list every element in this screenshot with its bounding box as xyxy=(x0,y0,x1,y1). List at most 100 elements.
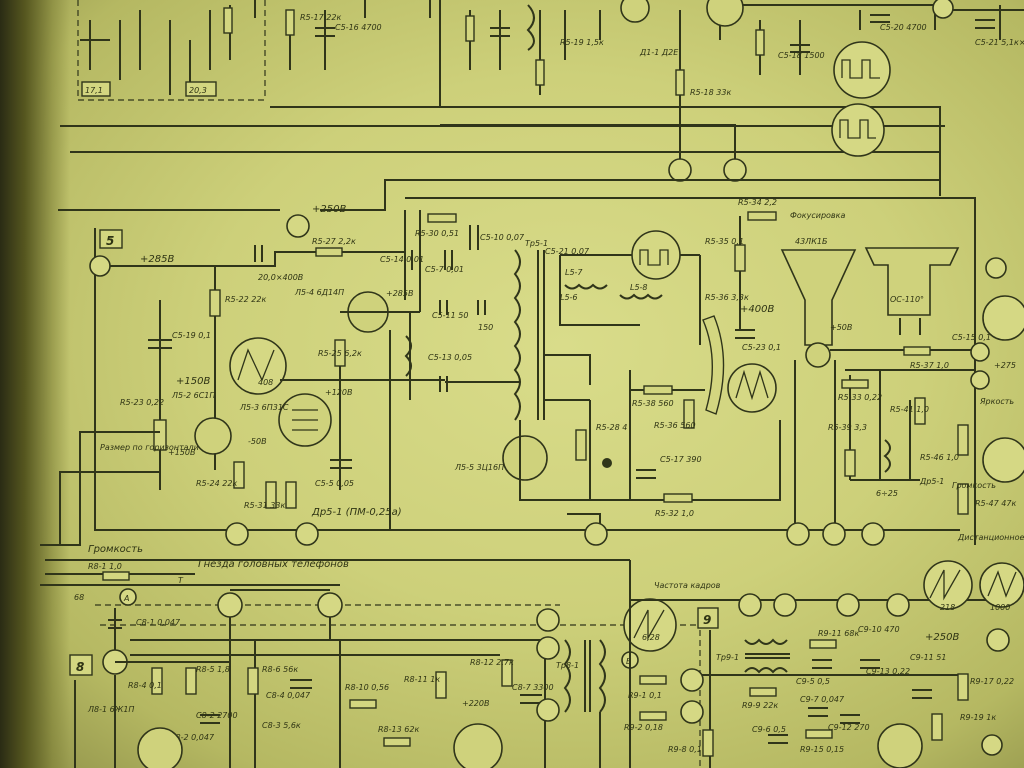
vacuum-tube-l5-2 xyxy=(194,417,232,455)
terminal xyxy=(217,592,243,618)
c5-11-label: C5-11 50 xyxy=(432,311,468,320)
terminal xyxy=(773,593,797,617)
block-9-number: 9 xyxy=(703,613,711,627)
pulse-wave xyxy=(839,119,876,139)
remote-label: Дистанционное управление xyxy=(957,533,1024,542)
r5-24-label: R5-24 22к xyxy=(196,479,237,488)
r9-15-label: R9-15 0,15 xyxy=(800,745,844,754)
box-a-label: 17,1 xyxy=(85,86,103,95)
terminal xyxy=(861,522,885,546)
resistor xyxy=(643,385,673,395)
c5-23-label: C5-23 0,1 xyxy=(742,343,781,352)
yoke-label: ОС-110° xyxy=(890,295,924,304)
v250-bottom-label: +250В xyxy=(925,632,959,643)
waveform-circle xyxy=(631,230,681,280)
resistor xyxy=(233,461,245,489)
top-c4-label: C5-21 5,1к×400В xyxy=(975,38,1024,47)
block-8-box xyxy=(69,654,93,676)
terminal xyxy=(286,214,310,238)
right-wires xyxy=(830,349,975,481)
block-5-supply xyxy=(58,179,941,211)
resistor xyxy=(247,667,259,695)
coil xyxy=(883,439,891,473)
resistor xyxy=(427,213,457,223)
waveform-circle xyxy=(923,560,973,610)
block-5: 5 +250В +285В R5-27 2,2к 20,0×400В R5-22… xyxy=(40,179,1024,546)
wave-1000-label: 1000 xyxy=(990,603,1010,612)
coils xyxy=(559,254,701,345)
socket xyxy=(982,437,1024,483)
dr5-1-label: Др5-1 xyxy=(919,477,944,486)
terminal xyxy=(985,257,1007,279)
resistor xyxy=(435,671,447,699)
r5-36b-label: R5-36 560 xyxy=(654,421,696,430)
resistor xyxy=(209,289,221,317)
r9-2-label: R9-2 0,18 xyxy=(624,723,663,732)
transformer-core xyxy=(537,250,545,420)
resistor xyxy=(747,211,777,221)
block-9-caps xyxy=(768,659,932,744)
c8-1-label: C8-1 0,047 xyxy=(136,618,181,627)
block-8-number: 8 xyxy=(76,660,84,674)
terminal xyxy=(738,593,762,617)
c5-15-label: C5-15 0,1 xyxy=(952,333,991,342)
c8-2-label: C8-2 2700 xyxy=(196,711,238,720)
top-c-label: C5-16 4700 xyxy=(335,23,382,32)
resistor xyxy=(931,713,943,741)
circle-a-label: А xyxy=(123,594,129,603)
terminal xyxy=(295,522,319,546)
top-d1-label: Д1-1 Д2Е xyxy=(639,48,679,57)
v275-label: +275 xyxy=(994,361,1016,370)
r5-27-label: R5-27 2,2к xyxy=(312,237,356,246)
volume-right-label: Громкость xyxy=(952,481,996,490)
size-h-label: Размер по горизонтали xyxy=(100,443,199,452)
resistor xyxy=(285,481,297,509)
r5-25-label: R5-25 6,2к xyxy=(318,349,362,358)
terminal xyxy=(680,668,704,692)
v285b-label: +285В xyxy=(386,289,413,298)
wave-6-28-label: 6,28 xyxy=(642,633,660,642)
r5-36-label: R5-36 3,3к xyxy=(705,293,749,302)
box-b-label: 20,3 xyxy=(189,86,207,95)
resistor xyxy=(334,339,346,367)
capacitor xyxy=(254,245,263,262)
terminal xyxy=(986,628,1010,652)
l5-6-label: L5-6 xyxy=(560,293,578,302)
waveform-circle xyxy=(623,598,677,652)
terminal xyxy=(317,592,343,618)
c9-5-label: C9-5 0,5 xyxy=(796,677,830,686)
resistor xyxy=(465,15,475,42)
r8-1-label: R8-1 1,0 xyxy=(88,562,122,571)
pulse-wave xyxy=(639,249,669,266)
resistor xyxy=(285,9,295,36)
terminal xyxy=(836,593,860,617)
block-5-box xyxy=(99,229,123,249)
resistor xyxy=(809,639,837,649)
r5-41-label: R5-41 1,0 xyxy=(890,405,929,414)
resistor xyxy=(675,69,685,96)
page-gutter-shadow xyxy=(0,0,70,768)
terminal xyxy=(536,698,560,722)
c5-19-label: C5-19 0,1 xyxy=(172,331,211,340)
waveform-circle xyxy=(229,337,287,395)
r8-12-label: R8-12 2,7к xyxy=(470,658,514,667)
terminal xyxy=(723,158,747,182)
c5-14-label: C5-14 0,01 xyxy=(380,255,424,264)
ground xyxy=(567,513,601,524)
block-9-wires xyxy=(629,560,1000,768)
r5-22-label: R5-22 22к xyxy=(225,295,266,304)
top-r3-label: R5-19 1,5к xyxy=(560,38,604,47)
v220-label: +220В xyxy=(462,699,489,708)
capacitor xyxy=(108,608,122,650)
selector-switch xyxy=(702,315,725,415)
r5-33-label: R5-33 0,22 xyxy=(838,393,882,402)
tr9-1-label: Тр9-1 xyxy=(716,653,739,662)
terminal xyxy=(932,0,954,19)
c5-25-label: 6÷25 xyxy=(876,489,898,498)
neg50-label: -50В xyxy=(248,437,267,446)
v150b-label: +150В xyxy=(168,448,195,457)
resistor xyxy=(805,729,833,739)
c5-7-label: C5-7 0,01 xyxy=(425,265,464,274)
resistor xyxy=(903,346,931,356)
